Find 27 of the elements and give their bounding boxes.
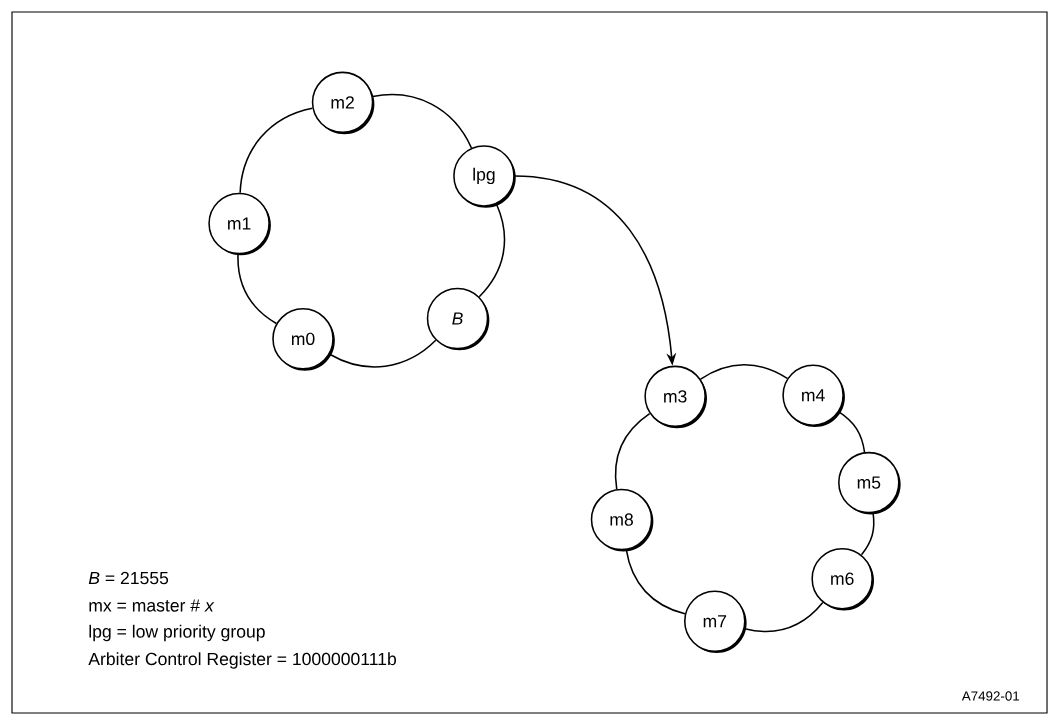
circle-node: m3 [644, 365, 707, 429]
legend-text: B = 21555 [88, 571, 169, 585]
legend-text: lpg = low priority group [89, 624, 265, 642]
ring-line [838, 411, 866, 453]
ring-line [743, 601, 824, 633]
circle-node: m4 [782, 364, 845, 427]
ring-line [237, 253, 278, 325]
circle-node: m0 [272, 308, 335, 371]
circle-node: lpg [453, 145, 516, 208]
ring-line [860, 512, 875, 556]
circle-node: m5 [838, 451, 901, 515]
figure-number: A7492-01 [961, 691, 1020, 701]
circle-node: m7 [684, 590, 747, 654]
ring-line [478, 203, 506, 298]
circle-node: m1 [208, 192, 271, 256]
circle-node: m6 [811, 547, 874, 611]
ring-line [372, 93, 473, 149]
ring-line [328, 339, 437, 368]
circle-node: m2 [311, 71, 375, 135]
circle-node: m8 [590, 488, 654, 552]
ring-line [625, 549, 686, 615]
legend-text: Arbiter Control Register = 1000000111b [88, 652, 397, 669]
legend-text: mx = master # x [89, 599, 215, 612]
ring-line [239, 107, 314, 194]
circle-node: B [426, 287, 490, 351]
ring-line [699, 363, 789, 380]
ring-line [614, 412, 651, 490]
